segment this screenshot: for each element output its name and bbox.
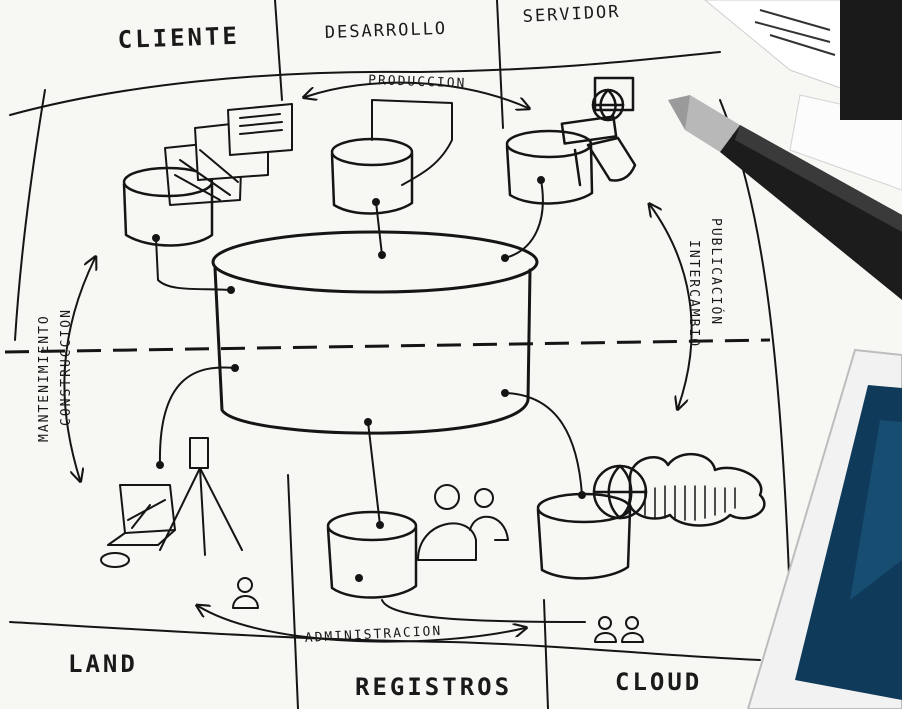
cloud-globe-icon [592,452,766,527]
paper-notes [704,0,902,191]
records-cylinder [326,510,418,599]
flow-label-intercambio: INTERCAMBIO [686,240,701,348]
zone-label-cloud: CLOUD [615,668,702,696]
flow-label-publicacion: PUBLICACIÓN [708,218,724,326]
pen [668,95,902,300]
cloud-users-icon [594,616,644,643]
central-database-cylinder [211,230,539,435]
flow-label-mantenimiento: MANTENIMIENTO [37,314,52,442]
zone-label-cliente: CLIENTE [117,22,240,54]
flow-label-produccion: PRODUCCION [368,73,467,91]
flow-label-administracion: ADMINISTRACION [304,624,442,646]
dashed-horizon-line [4,338,771,354]
zone-label-registros: REGISTROS [355,673,512,701]
flow-label-construccion: CONSTRUCCION [59,308,74,426]
zone-label-land: LAND [68,650,138,678]
survey-equipment-icon [100,437,243,568]
zone-label-desarrollo: DESARROLLO [324,19,447,43]
zone-dividers [9,0,791,709]
flow-arrows [63,81,693,643]
users-group-icon [417,484,509,561]
connection-lines [152,176,586,623]
documents-stack-icon [164,103,293,206]
tablet-device [746,348,902,709]
server-machine-icon [560,76,637,187]
